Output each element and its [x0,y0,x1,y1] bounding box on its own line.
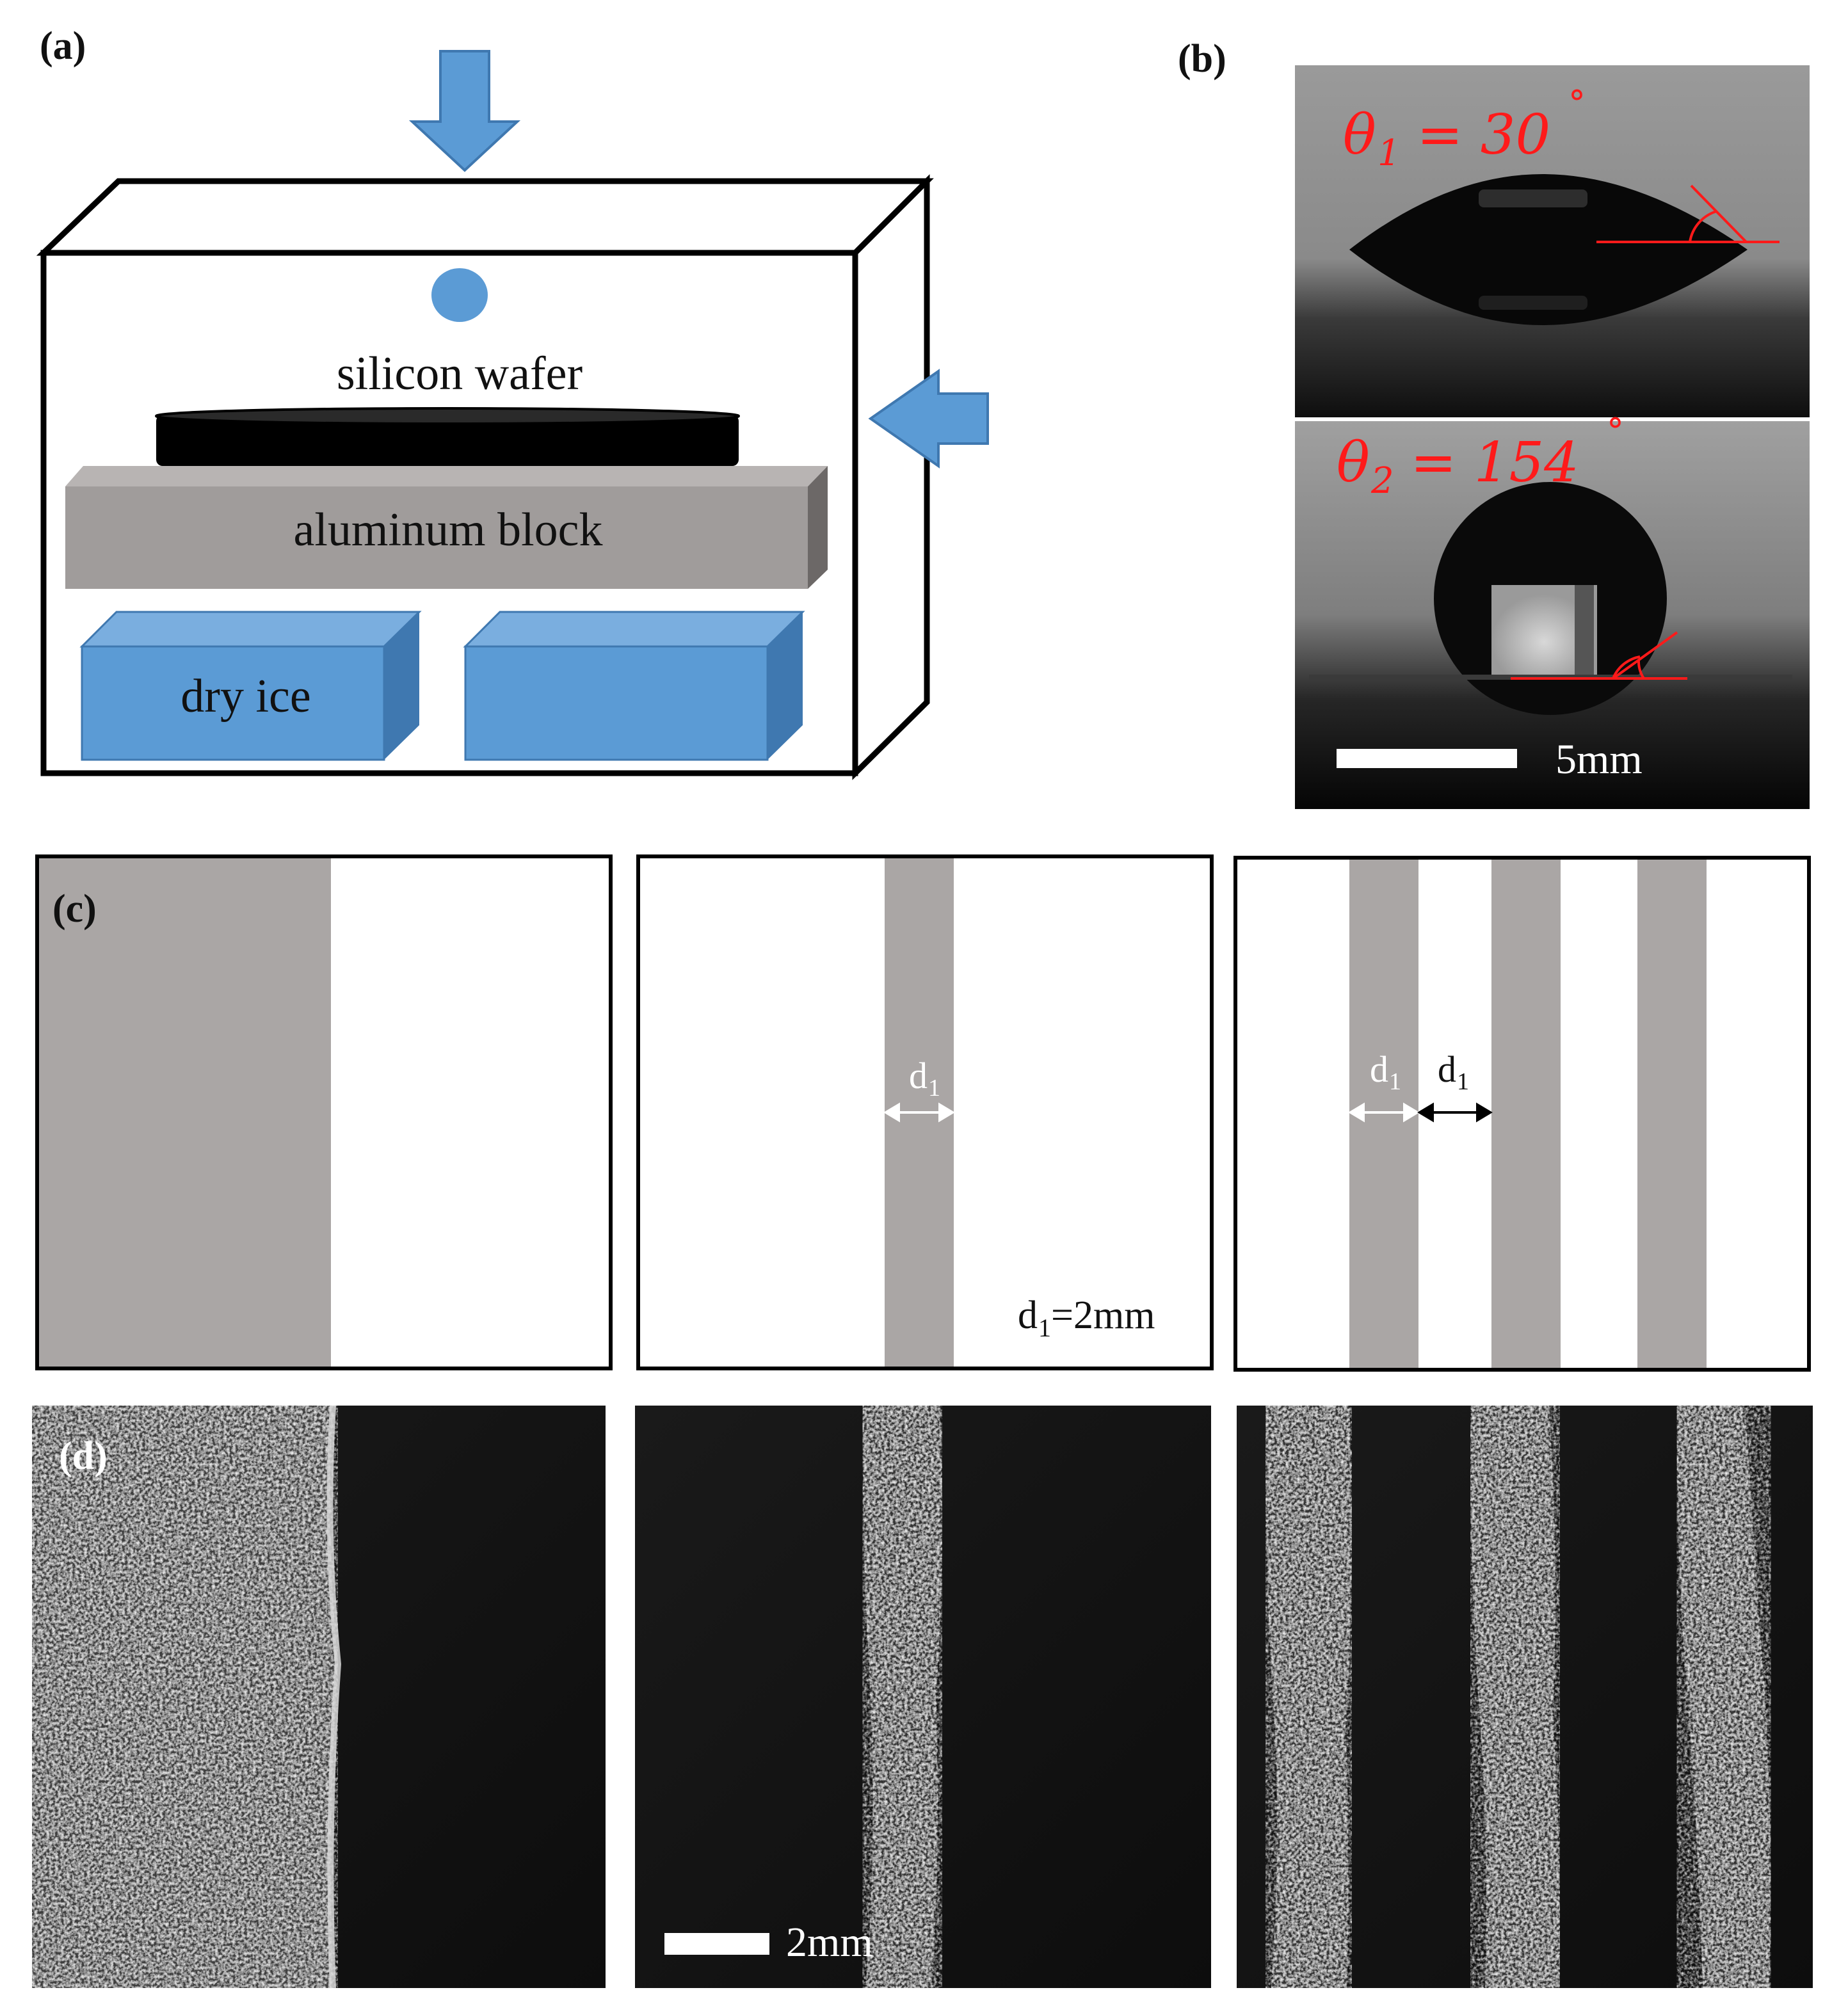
svg-text:1: 1 [1378,132,1401,174]
svg-text:2: 2 [1370,460,1394,502]
spacing-note: d 1 =2mm [1018,1294,1155,1342]
pattern-multi-stripe: d 1 d 1 [1233,856,1811,1372]
dry-ice-label: dry ice [181,670,310,723]
panel-a-label: (a) [40,24,86,68]
svg-text:1: 1 [1038,1313,1051,1342]
micrograph-multi-stripe [1237,1406,1813,1988]
svg-text:d: d [1018,1294,1038,1337]
micrograph-single-stripe: 2mm [635,1406,1211,1988]
water-droplet [431,268,488,322]
svg-text:1: 1 [1389,1068,1401,1095]
panel-c: (c) d 1 d 1 =2mm [35,854,1811,1372]
micrograph-half [32,1405,606,1989]
theta1-label: θ 1 = 30 ° [1343,83,1586,174]
aluminum-block-label: aluminum block [294,504,603,556]
scale-bar-5mm-label: 5mm [1555,736,1643,783]
svg-text:1: 1 [928,1075,940,1102]
dry-ice-block-right [463,611,805,761]
scale-bar-5mm [1337,749,1517,768]
panel-d: (d) 2mm [32,1405,1813,1989]
dry-ice-block-left [79,611,422,761]
panel-d-label: (d) [59,1434,108,1478]
svg-text:1: 1 [1457,1068,1469,1095]
svg-text:°: ° [1568,83,1586,124]
scale-bar-2mm [664,1933,769,1955]
svg-text:=2mm: =2mm [1051,1294,1155,1337]
svg-text:θ: θ [1343,103,1376,167]
svg-text:= 154: = 154 [1393,431,1579,495]
panel-b-label: (b) [1178,37,1226,81]
pattern-half [35,854,613,1370]
svg-text:θ: θ [1337,431,1370,495]
theta2-label: θ 2 = 154 ° [1337,411,1624,502]
svg-text:°: ° [1607,411,1624,451]
scale-bar-2mm-label: 2mm [786,1919,873,1966]
svg-text:d: d [1370,1048,1388,1090]
panel-c-label: (c) [52,887,97,931]
arrow-left-icon [868,369,989,469]
svg-text:d: d [1438,1048,1456,1090]
panel-a: (a) silicon wafer aluminum block [36,24,989,780]
aluminum-block [65,466,828,589]
contact-angle-photo-hydrophilic [1295,65,1810,417]
silicon-wafer [155,407,740,466]
panel-b: (b) θ 1 = 30 ° [1178,37,1810,809]
contact-angle-photo-superhydrophobic: 5mm [1295,417,1810,809]
arrow-down-icon [408,50,521,172]
silicon-wafer-label: silicon wafer [337,348,583,400]
svg-text:d: d [909,1055,928,1096]
pattern-single-stripe: d 1 d 1 =2mm [636,854,1214,1370]
svg-text:= 30: = 30 [1399,103,1550,167]
